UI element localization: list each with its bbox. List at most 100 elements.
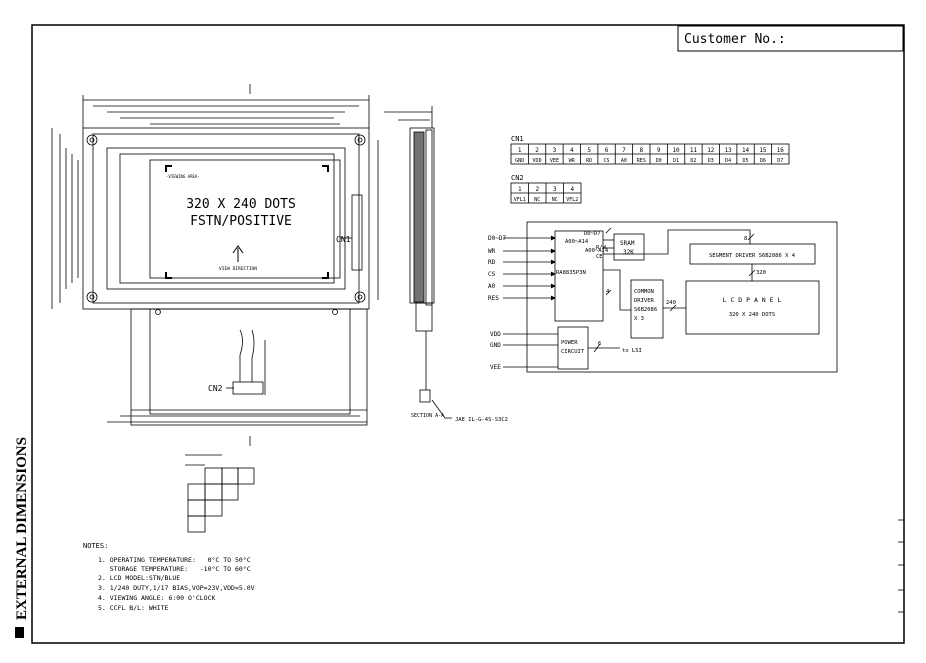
cn1-signal: D1 (673, 158, 679, 164)
mount-hole-tl (86, 134, 98, 146)
cn1-signal: D6 (760, 158, 766, 164)
svg-text:R/W: R/W (596, 245, 607, 251)
power-input-label: VEE (490, 364, 501, 371)
power-input-label: VDD (490, 331, 501, 338)
svg-text:CN2: CN2 (511, 174, 524, 182)
lcd-panel-block (685, 280, 820, 335)
cn1-signal: WR (569, 158, 576, 164)
note-1b: STORAGE TEMPERATURE: -10°C TO 60°C (98, 565, 251, 573)
cn1-table: CN1 1GND2VDD3VEE4WR5RD6CS7A08RES9D010D11… (510, 135, 790, 165)
side-title-square (15, 627, 24, 638)
svg-text:X 3: X 3 (634, 316, 644, 322)
svg-text:8: 8 (744, 236, 747, 242)
pin-detail (185, 454, 255, 533)
block-input-label: A0 (488, 283, 496, 290)
front-view (51, 84, 379, 446)
cn1-signal: D4 (725, 158, 731, 164)
cn1-signal: D7 (777, 158, 783, 164)
svg-text:A00~A14: A00~A14 (585, 248, 609, 254)
power-input-label: GND (490, 342, 501, 349)
svg-text:DRIVER: DRIVER (634, 298, 655, 304)
cn1-pin: 5 (587, 147, 591, 154)
block-input-label: WR (488, 248, 496, 255)
mount-hole-bl (86, 291, 98, 303)
svg-text:S6B2086: S6B2086 (634, 307, 657, 313)
cn2-signal: NC (534, 197, 540, 203)
cn1-pin: 8 (640, 147, 644, 154)
cn2-label: CN2 (208, 384, 223, 393)
section-label: SECTION A-A (411, 413, 444, 419)
to-lsi-label: to LSI (622, 348, 642, 354)
display-text-2: FSTN/POSITIVE (190, 214, 292, 229)
segment-driver-label: SEGMENT DRIVER S6B2086 X 4 (709, 253, 796, 259)
svg-text:CIRCUIT: CIRCUIT (561, 349, 585, 355)
cn1-signal: VDD (533, 158, 542, 164)
cn1-pin: 4 (570, 147, 574, 154)
cn1-label: CN1 (336, 235, 351, 244)
svg-text:4: 4 (606, 289, 610, 295)
jae-label: JAE IL-G-4S-S3C2 (455, 417, 508, 423)
cn1-pin: 13 (725, 147, 733, 154)
svg-text:-VIEWING AREA-: -VIEWING AREA- (166, 174, 200, 179)
mount-hole-tr (354, 134, 366, 146)
cn1-signal: RD (586, 158, 592, 164)
cn1-signal: D5 (743, 158, 749, 164)
common-driver-block (630, 279, 664, 339)
note-1: 1. OPERATING TEMPERATURE: 0°C TO 50°C (98, 556, 251, 564)
margin-ticks (898, 519, 904, 613)
note-4: 4. VIEWING ANGLE: 6:00 O'CLOCK (98, 594, 215, 602)
block-input-label: D0~D7 (488, 235, 506, 242)
block-input-label: RD (488, 259, 496, 266)
block-frame (526, 221, 838, 373)
cn1-pin: 14 (742, 147, 750, 154)
cn1-signal: D2 (690, 158, 696, 164)
note-3: 3. 1/240 DUTY,1/17 BIAS,VOP=23V,VDD=5.0V (98, 584, 255, 592)
sram-label: SRAM (620, 240, 635, 247)
cn2-signal: VFL1 (514, 197, 526, 203)
display-text-1: 320 X 240 DOTS (186, 197, 296, 212)
svg-text:CE: CE (596, 254, 603, 260)
cn1-signal: D3 (708, 158, 714, 164)
sram-block (613, 233, 645, 261)
cn1-pin: 11 (690, 147, 698, 154)
power-circuit-block (557, 326, 589, 370)
svg-text:320: 320 (756, 270, 766, 276)
segment-driver-block (689, 243, 816, 265)
sheet-border (31, 24, 905, 644)
cn1-pin: 15 (759, 147, 767, 154)
svg-text:32K: 32K (623, 249, 634, 256)
cn2-pin: 2 (535, 186, 539, 193)
cn2-signal: NC (552, 197, 558, 203)
side-title-group: EXTERNAL DIMENSIONS (14, 437, 30, 638)
svg-text:A00~A14: A00~A14 (565, 239, 589, 245)
power-circuit-label: POWER (561, 340, 578, 346)
cn2-signal: VFL2 (566, 197, 578, 203)
cn2-pin: 3 (553, 186, 557, 193)
cn1-pin: 10 (672, 147, 680, 154)
note-5: 5. CCFL B/L: WHITE (98, 604, 169, 612)
svg-text:D0~D7: D0~D7 (584, 231, 601, 237)
svg-text:CN1: CN1 (511, 135, 524, 143)
note-2: 2. LCD MODEL:STN/BLUE (98, 574, 180, 582)
viewing-direction-arrow-icon (232, 245, 244, 262)
cn2-pin: 4 (570, 186, 574, 193)
cn2-pin: 1 (518, 186, 522, 193)
side-title: EXTERNAL DIMENSIONS (14, 437, 30, 620)
block-diagram (503, 221, 838, 373)
section-view (384, 106, 452, 419)
customer-label: Customer No.: (684, 32, 786, 47)
notes: NOTES: 1. OPERATING TEMPERATURE: 0°C TO … (83, 542, 255, 612)
block-input-label: CS (488, 271, 496, 278)
cn1-signal: A0 (621, 158, 627, 164)
lcd-panel-label: L C D P A N E L (723, 296, 782, 304)
notes-title: NOTES: (83, 542, 108, 550)
cn1-pin: 2 (535, 147, 539, 154)
svg-text:320 X 240 DOTS: 320 X 240 DOTS (729, 312, 775, 318)
cn1-pin: 3 (553, 147, 557, 154)
cn1-signal: RES (637, 158, 646, 164)
cn1-pin: 6 (605, 147, 609, 154)
cn1-signal: GND (515, 158, 524, 164)
cn1-pin: 1 (518, 147, 522, 154)
